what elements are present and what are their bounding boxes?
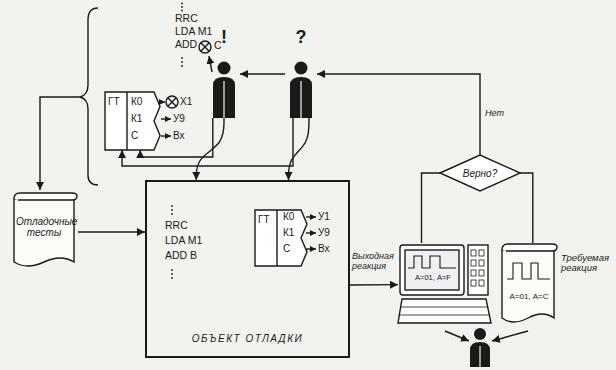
signal-name: У1 [318,211,330,222]
leader-arrow [445,331,469,341]
connector [240,73,285,74]
signal-name: Х1 [180,96,192,107]
pin-name: С [131,130,138,141]
pin-arrow [306,232,316,233]
document-scroll: Отладочные тесты [10,192,78,272]
chip-block: ГТ [255,210,307,266]
pin-arrow [161,101,165,102]
edge-label: Нет [485,108,504,118]
connector [317,74,480,155]
computer-outline [398,243,492,328]
pin-name: С [283,243,290,254]
crossed-circle [199,41,211,53]
connector [520,173,533,243]
leader-arrow [40,97,80,190]
pin-name: К0 [283,211,294,222]
leader-arrow [209,56,212,72]
code-line: LDA M1 [165,234,202,246]
node-heading: Требуемая реакция [561,252,609,273]
pin-arrow [306,248,316,249]
leader-arrow [492,331,528,341]
pin-name: К1 [131,113,142,124]
code-line: RRC [165,219,188,231]
node-text: ? [296,27,307,47]
computer-terminal: А=01, А=F [398,243,492,328]
document-scroll: А=01, А=С Требуемая реакция [498,243,614,328]
connector [289,118,310,180]
node-text: ГТ [108,96,120,107]
object-box: ГТ ОБЪЕКТ ОТЛАДКИ [145,180,350,358]
code-line: RRC [175,12,198,24]
pin-arrow [161,118,171,119]
code-operand: C [214,39,222,51]
connector [422,173,441,243]
edge-label: Выходная реакция [352,251,394,271]
node-text: ОБЪЕКТ ОТЛАДКИ [192,333,303,344]
node-text: ! [221,27,227,47]
code-line: ADD [175,38,197,50]
signal-name: Вх [173,130,185,141]
code-line: ADD B [165,249,197,261]
connector [196,118,224,180]
node-text: А=01, А=С [509,292,548,301]
pin-arrow [161,135,171,136]
brace [80,8,98,185]
signal-name: У9 [318,227,330,238]
person-figure: ? [285,30,317,118]
connector [78,231,145,232]
code-line: LDA M1 [175,25,212,37]
crossed-circle [166,96,178,108]
node-text: Верно? [463,168,497,179]
pin-arrow [306,216,316,217]
node-text: ГТ [258,214,270,225]
pin-name: К0 [131,96,142,107]
signal-name: Вх [318,243,330,254]
person-figure [470,328,490,367]
person-figure: ! [208,30,240,118]
node-text: А=01, А=F [415,273,451,282]
decision-diamond: Верно? [440,155,520,191]
connector [350,284,398,286]
node-text: Отладочные тесты [16,216,77,238]
signal-name: У9 [173,113,185,124]
pin-name: К1 [283,227,294,238]
